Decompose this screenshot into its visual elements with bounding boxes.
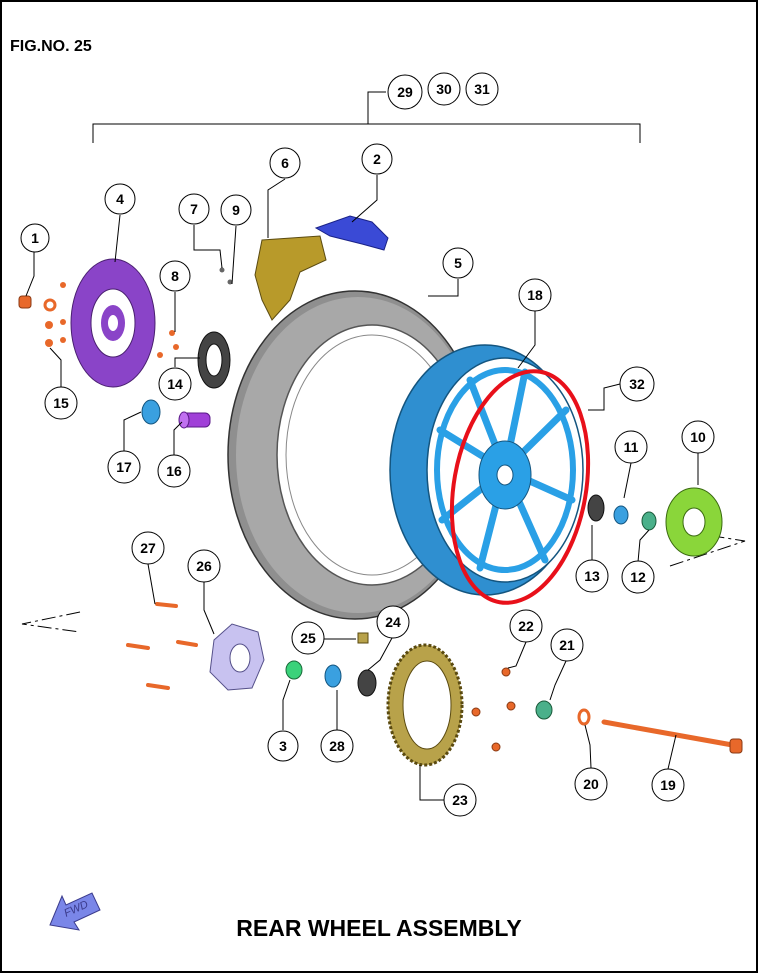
callout-9: 9 (220, 194, 252, 226)
oil-seal (197, 331, 231, 389)
collar (178, 411, 211, 429)
callout-label: 23 (452, 792, 468, 808)
diagram-title: REAR WHEEL ASSEMBLY (236, 915, 522, 941)
callout-10: 10 (681, 420, 715, 454)
bearing-right (613, 505, 629, 525)
disc-fasteners (18, 282, 179, 358)
leader-lines (25, 175, 699, 801)
forward-arrow-icon: FWD (49, 892, 101, 931)
callout-label: 12 (630, 569, 646, 585)
assembly-bracket (92, 91, 641, 143)
callout-11: 11 (614, 430, 648, 464)
callout-3: 3 (267, 730, 299, 762)
callout-label: 10 (690, 429, 706, 445)
callout-label: 25 (300, 630, 316, 646)
callout-14: 14 (158, 367, 192, 401)
callout-label: 29 (397, 84, 413, 100)
highlight-ring (449, 369, 591, 605)
callout-28: 28 (320, 729, 354, 763)
callout-32: 32 (619, 366, 655, 402)
callout-4: 4 (104, 183, 136, 215)
callout-15: 15 (44, 386, 78, 420)
valve (357, 632, 369, 644)
callout-18: 18 (518, 278, 552, 312)
callout-label: 27 (140, 540, 156, 556)
callout-label: 2 (373, 151, 381, 167)
callout-label: 22 (518, 618, 534, 634)
callout-label: 15 (53, 395, 69, 411)
callout-label: 21 (559, 637, 575, 653)
oil-seal-hub (357, 669, 377, 697)
callout-label: 16 (166, 463, 182, 479)
callout-17: 17 (107, 450, 141, 484)
callout-6: 6 (269, 147, 301, 179)
callout-label: 4 (116, 191, 124, 207)
callout-label: 17 (116, 459, 132, 475)
callout-12: 12 (621, 560, 655, 594)
callout-24: 24 (376, 605, 410, 639)
callout-label: 32 (629, 376, 645, 392)
callout-30: 30 (427, 72, 461, 106)
callout-13: 13 (575, 559, 609, 593)
oil-seal-right (587, 494, 605, 522)
callout-31: 31 (465, 72, 499, 106)
callout-label: 6 (281, 155, 289, 171)
chain-guard (314, 215, 389, 251)
callout-26: 26 (187, 549, 221, 583)
brake-disc (70, 258, 156, 388)
rear-axle (601, 719, 743, 754)
hub-bolts (126, 602, 198, 690)
collar-hub (285, 660, 303, 680)
bearing-hub (324, 664, 342, 688)
callout-label: 30 (436, 81, 452, 97)
callout-label: 3 (279, 738, 287, 754)
callout-2: 2 (361, 143, 393, 175)
callout-label: 31 (474, 81, 490, 97)
callout-25: 25 (291, 621, 325, 655)
caliper-bracket (219, 235, 327, 321)
callout-label: 11 (624, 439, 639, 455)
callout-label: 26 (196, 558, 212, 574)
callout-23: 23 (443, 783, 477, 817)
callout-label: 13 (584, 568, 600, 584)
rear-sprocket (386, 643, 464, 767)
callout-label: 18 (527, 287, 543, 303)
callout-1: 1 (20, 223, 50, 253)
callout-label: 9 (232, 202, 240, 218)
callout-8: 8 (159, 260, 191, 292)
callout-21: 21 (550, 628, 584, 662)
callout-29: 29 (387, 74, 423, 110)
callout-label: 19 (660, 777, 676, 793)
callout-19: 19 (651, 768, 685, 802)
callout-label: 24 (385, 614, 401, 630)
callout-16: 16 (157, 454, 191, 488)
callout-27: 27 (131, 531, 165, 565)
callout-label: 20 (583, 776, 599, 792)
sprocket-nuts (471, 667, 516, 752)
callout-7: 7 (178, 193, 210, 225)
callout-20: 20 (574, 767, 608, 801)
washer (577, 708, 591, 726)
callout-label: 5 (454, 255, 462, 271)
callout-label: 14 (167, 376, 183, 392)
figure-number: FIG.NO. 25 (10, 38, 92, 55)
callout-5: 5 (442, 247, 474, 279)
collar-right (641, 511, 657, 531)
callout-label: 1 (31, 230, 39, 246)
sprocket-hub (209, 623, 265, 691)
rear-rim (389, 344, 584, 596)
wheel-damper (665, 487, 723, 557)
callout-22: 22 (509, 609, 543, 643)
bearing-left (141, 399, 161, 425)
callout-label: 28 (329, 738, 345, 754)
collar-sprocket (535, 700, 553, 720)
callout-label: 8 (171, 268, 179, 284)
callout-label: 7 (190, 201, 198, 217)
